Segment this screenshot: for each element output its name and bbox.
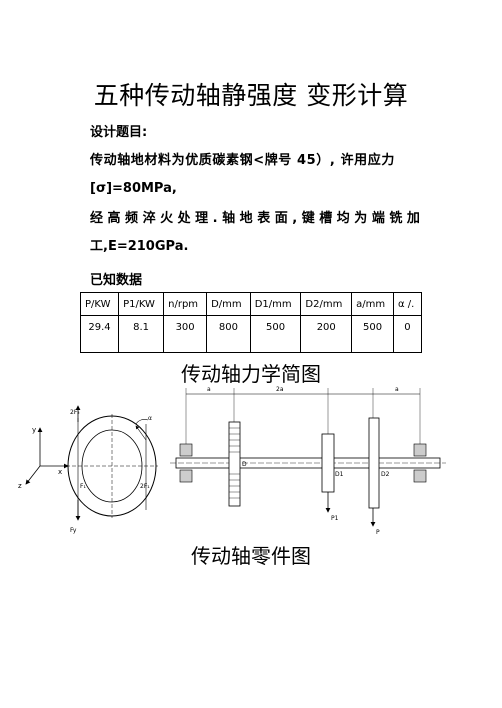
force-fy-label: Fy: [70, 527, 77, 534]
table-header: D1/mm: [249, 292, 302, 316]
table-header-row: P/KW P1/KW n/rpm D/mm D1/mm D2/mm a/mm α…: [79, 292, 423, 316]
table-header: P/KW: [79, 292, 120, 316]
gear-d-label: D: [242, 461, 247, 468]
force-p-label: P: [376, 529, 380, 536]
axis-y-label: y: [32, 426, 36, 434]
table-cell: 29.4: [79, 315, 120, 353]
design-topic-label: 设计题目:: [90, 125, 148, 140]
pulley-d2-label: D2: [381, 471, 390, 478]
dimension-2a: 2a: [276, 386, 284, 393]
description-line-1: 传动轴地材料为优质碳素钢<牌号 45）, 许用应力: [90, 153, 395, 168]
force-f1-label: F₁: [80, 483, 86, 490]
table-header: D/mm: [206, 292, 251, 316]
table-header: n/rpm: [163, 292, 208, 316]
table-cell: 500: [351, 315, 394, 353]
parts-drawing-heading: 传动轴零件图: [191, 544, 311, 568]
table-row: 29.4 8.1 300 800 500 200 500 0: [79, 315, 423, 353]
dimension-a-right: a: [395, 386, 399, 393]
angle-alpha-label: α: [148, 415, 152, 422]
axis-z-label: z: [18, 482, 22, 490]
axis-x-label: x: [58, 468, 62, 476]
table-header: D2/mm: [300, 292, 353, 316]
mechanics-diagram-heading: 传动轴力学简图: [181, 362, 321, 386]
table-header: α /.: [392, 292, 423, 316]
table-cell: 500: [249, 315, 302, 353]
force-2f2-label: 2F₂: [70, 409, 80, 416]
table-cell: 8.1: [118, 315, 165, 353]
dimension-a-left: a: [207, 386, 211, 393]
table-cell: 300: [163, 315, 208, 353]
table-cell: 200: [300, 315, 353, 353]
force-2f1-label: 2F₁: [140, 483, 150, 490]
description-line-2: [σ]=80MPa,: [90, 181, 177, 196]
parameter-table: P/KW P1/KW n/rpm D/mm D1/mm D2/mm a/mm α…: [79, 292, 423, 353]
table-header: P1/KW: [118, 292, 165, 316]
table-cell: 0: [392, 315, 423, 353]
description-line-3: 经 高 频 淬 火 处 理 . 轴 地 表 面 , 键 槽 均 为 端 铣 加: [90, 211, 420, 226]
shaft-mechanics-diagram: y x z 2F₂ Fy F₁ 2F₁ α a 2a a: [18, 386, 446, 536]
table-cell: 800: [206, 315, 251, 353]
known-data-label: 已知数据: [90, 273, 143, 288]
pulley-force-sketch: y x z 2F₂ Fy F₁ 2F₁ α: [18, 405, 158, 534]
table-header: a/mm: [351, 292, 394, 316]
document-title: 五种传动轴静强度 变形计算: [93, 81, 409, 110]
force-p1-label: P1: [331, 515, 339, 522]
description-line-4: 工,E=210GPa.: [90, 239, 189, 254]
shaft-elevation-view: a 2a a D D1 P1 D2 P: [170, 386, 446, 536]
pulley-d1-label: D1: [335, 471, 344, 478]
